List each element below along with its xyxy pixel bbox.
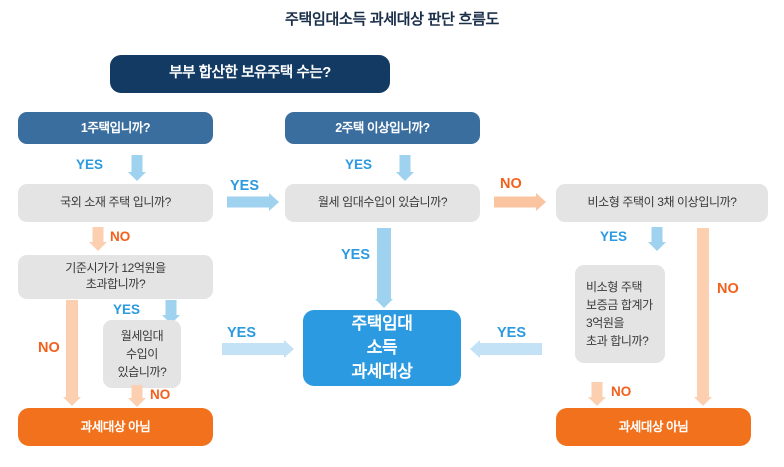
arrow-right-q1-to-result: [694, 228, 712, 406]
edge-label-left-q2-no: NO: [110, 229, 131, 244]
edge-label-center-to-right-no: NO: [500, 176, 522, 192]
node-right-result-not-taxable[interactable]: 과세대상 아님: [556, 408, 751, 446]
node-right-three-or-more-nonsmall[interactable]: 비소형 주택이 3채 이상입니까?: [556, 184, 768, 222]
edge-label-right-q2-no: NO: [611, 384, 632, 399]
arrow-left-q3-to-q4: [161, 300, 180, 324]
node-center-monthly-rent-income[interactable]: 월세 임대수입이 있습니까?: [285, 184, 480, 222]
edge-label-left-q4-no: NO: [150, 387, 171, 402]
node-left-overseas-house[interactable]: 국외 소재 주택 입니까?: [18, 184, 213, 222]
arrow-right-q1-to-q2: [647, 227, 666, 251]
node-center-result-taxable[interactable]: 주택임대 소득 과세대상: [303, 310, 461, 386]
node-left-monthly-rent-income[interactable]: 월세임대 수입이 있습니까?: [103, 320, 181, 388]
node-left-price-over-12[interactable]: 기준시가가 12억원을 초과합니까?: [18, 255, 213, 299]
edge-label-right-q2-to-center-yes: YES: [497, 325, 527, 341]
edge-label-left-q3-no: NO: [38, 340, 60, 356]
arrow-left-q3-to-result: [63, 300, 81, 406]
edge-label-right-q1-no: NO: [717, 281, 739, 297]
arrow-center-q1-to-q2: [395, 155, 414, 181]
node-left-one-house[interactable]: 1주택입니까?: [18, 112, 213, 144]
arrow-center-q2-to-right-q1: [494, 192, 546, 211]
arrow-left-q2-to-q3: [88, 227, 107, 251]
node-left-result-not-taxable[interactable]: 과세대상 아님: [18, 408, 213, 446]
edge-label-right-q1-yes: YES: [600, 229, 628, 244]
node-right-deposit-over-3[interactable]: 비소형 주택 보증금 합계가 3억원을 초과 합니까?: [575, 265, 665, 363]
page-title: 주택임대소득 과세대상 판단 흐름도: [284, 11, 500, 28]
arrow-right-q2-to-result: [587, 382, 606, 406]
arrow-right-q2-to-center-result: [470, 340, 542, 358]
node-center-two-or-more-houses[interactable]: 2주택 이상입니까?: [285, 112, 480, 144]
arrow-left-q2-to-center-q2: [227, 192, 279, 211]
arrow-left-q4-to-result: [127, 385, 146, 407]
node-root-household-count[interactable]: 부부 합산한 보유주택 수는?: [110, 55, 390, 93]
edge-label-left-to-center-yes: YES: [230, 178, 260, 194]
edge-label-center-q2-yes: YES: [341, 247, 371, 263]
arrow-left-q4-to-center-result: [222, 340, 294, 358]
edge-label-left-q3-yes: YES: [113, 302, 141, 317]
edge-label-left-q4-to-center-yes: YES: [227, 325, 257, 341]
arrow-left-q1-to-q2: [127, 155, 146, 181]
arrow-center-q2-to-result: [375, 228, 393, 308]
edge-label-center-q1-yes: YES: [345, 157, 373, 172]
edge-label-left-q1-yes: YES: [76, 157, 104, 172]
